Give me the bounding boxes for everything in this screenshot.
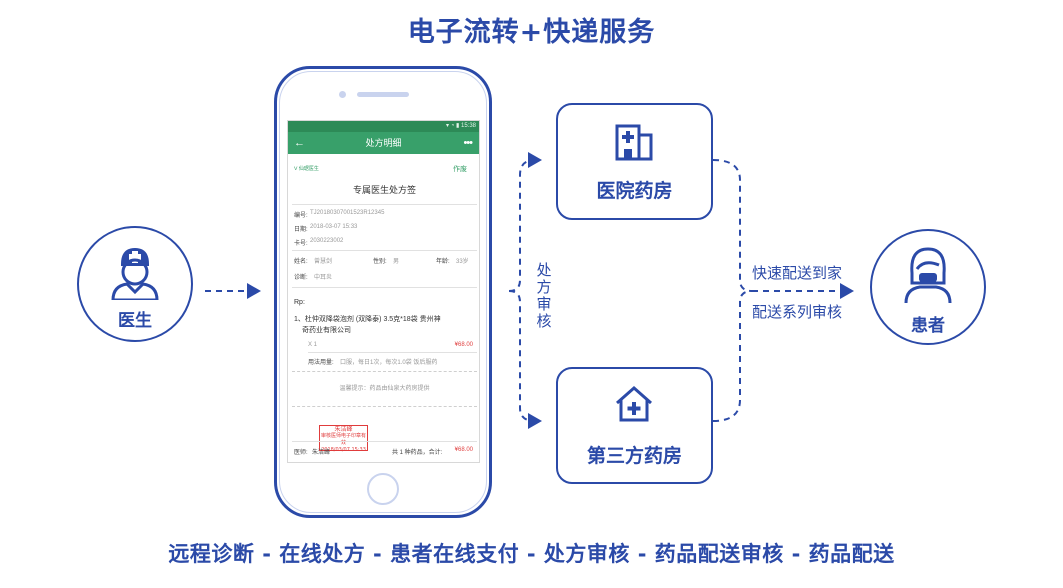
logo-icon: ᐯ [294,166,298,172]
third-party-to-patient-line [712,290,753,422]
order-total: ¥68.00 [454,447,473,453]
rp-label: Rp: [294,299,305,306]
phone-inner-bezel [279,71,487,513]
drug-qty: X 1 [308,342,318,348]
app-logo: ᐯ 仙琚医生 [294,165,319,172]
divider [292,204,477,205]
diagnosis-value: 中耳炎 [314,275,333,281]
doctor-node: 医生 [77,226,193,342]
divider-dashed [292,371,477,372]
doctor-label: 医生 [118,311,152,331]
delivery-label-bottom: 配送系列审核 [752,303,843,321]
age-label: 年龄: [436,259,450,265]
gender-label: 性别: [373,259,387,265]
status-bar: ▾ ◔ ▮ 15:38 [288,121,479,132]
doctor-stamp: 朱洁峰 审核医师电子印章有效 2018/03/07 15:33 [319,425,368,453]
card-value: 2030223002 [310,238,344,244]
phone-speaker [357,92,409,97]
process-footer: 远程诊断 - 在线处方 - 患者在线支付 - 处方审核 - 药品配送审核 - 药… [168,542,895,566]
date-label: 日期: [294,227,308,233]
doctor-icon [111,248,159,300]
doctor-sign-name: 朱洁峰 [312,450,331,456]
third-party-pharmacy-label: 第三方药房 [586,445,682,467]
usage-label: 用法用量: [308,360,334,366]
patient-label: 患者 [911,316,945,336]
doctor-sign-label: 医师: [294,450,308,456]
logo-text: 仙琚医生 [298,166,319,172]
patient-icon [904,247,952,303]
more-icon[interactable]: ••• [463,137,473,149]
divider [308,352,477,353]
delivery-label-top: 快速配送到家 [752,264,843,282]
card-label: 卡号: [294,241,308,247]
hospital-pharmacy-label: 医院药房 [596,180,673,202]
hospital-pharmacy-node: 医院药房 [556,103,713,220]
date-value: 2018-03-07 15:33 [310,224,358,230]
hospital-to-patient-line [712,159,753,292]
patient-node: 患者 [870,229,986,345]
divider [292,287,477,288]
drug-price: ¥68.00 [454,342,473,348]
stamp-line-2: 审核医师电子印章有效 [320,433,366,446]
gender-value: 男 [393,259,400,265]
usage-value: 口服，每日1次，每次1.0袋 饭后服药 [340,360,438,366]
drug-line-1: 1、杜仲双降袋泡剂 (双降泰) 3.5克*18袋 贵州神 [294,316,441,323]
drug-line-2: 奇药业有限公司 [302,327,351,334]
number-value: TJ20180307001523R12345 [310,210,385,216]
divider-dashed [292,406,477,407]
stamp-line-3: 2018/03/07 15:33 [321,447,366,453]
app-bar: ← 处方明细 ••• [288,132,479,154]
page-title: 电子流转+快递服务 [407,17,656,48]
third-party-pharmacy-node: 第三方药房 [556,367,713,484]
house-cross-icon [616,385,652,422]
diagnosis-label: 诊断: [294,275,308,281]
age-value: 33岁 [456,259,469,265]
divider [292,250,477,251]
number-label: 编号: [294,213,308,219]
pharmacy-tip: 温馨提示：药品由仙泉大药房提供 [339,386,430,392]
phone-home-button[interactable] [367,473,399,505]
phone-camera [339,91,346,98]
name-value: 曾慧剑 [314,259,333,265]
divider [292,441,477,442]
app-bar-title: 处方明细 [365,138,402,148]
prescription-heading: 专属医生处方签 [352,185,416,195]
name-label: 姓名: [294,259,308,265]
phone-screen: ▾ ◔ ▮ 15:38 ← 处方明细 ••• ᐯ 仙琚医生 作废 专属医生处方签… [287,120,480,463]
order-summary: 共 1 种药品，合计: [392,450,443,456]
hospital-building-icon [615,124,653,161]
review-to-third-party-arrow [508,290,542,429]
back-arrow-icon[interactable]: ← [294,137,305,149]
review-label: 处方审核 [536,261,552,330]
void-link[interactable]: 作废 [453,166,467,173]
stamp-name: 朱洁峰 [334,426,353,433]
review-to-hospital-arrow [508,152,542,292]
